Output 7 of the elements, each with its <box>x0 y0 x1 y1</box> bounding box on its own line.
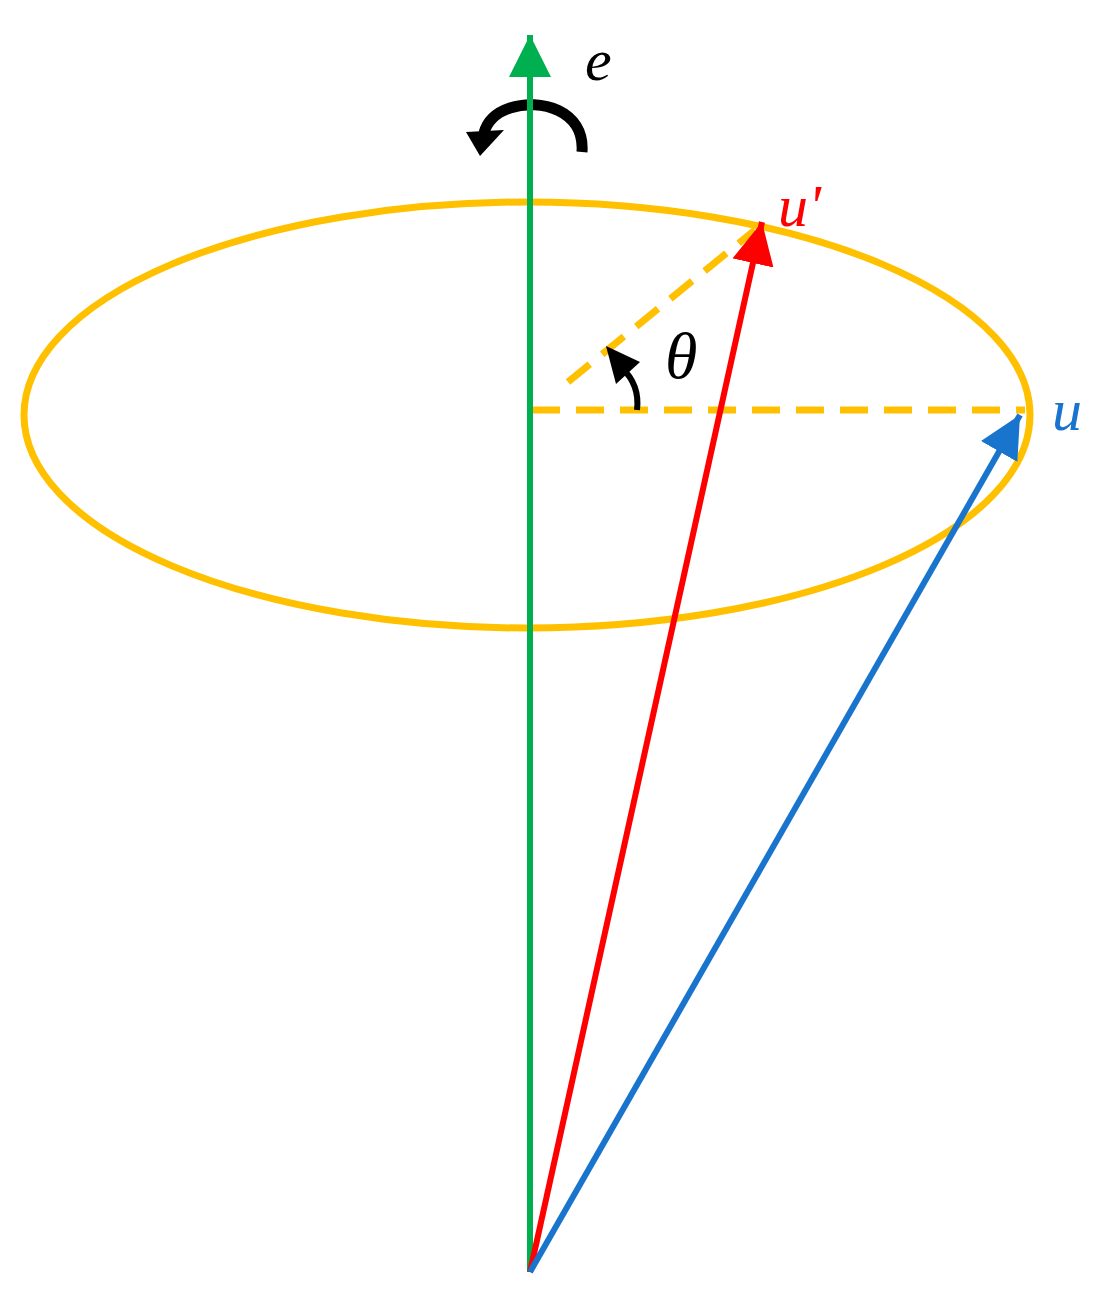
angle-label: θ <box>665 326 698 386</box>
vector-label: u <box>1052 380 1082 440</box>
vector-label: u' <box>778 176 821 236</box>
arrow <box>509 35 551 1272</box>
arrow <box>527 413 1023 1274</box>
arrow <box>527 221 774 1273</box>
vector-label: e <box>585 30 612 90</box>
